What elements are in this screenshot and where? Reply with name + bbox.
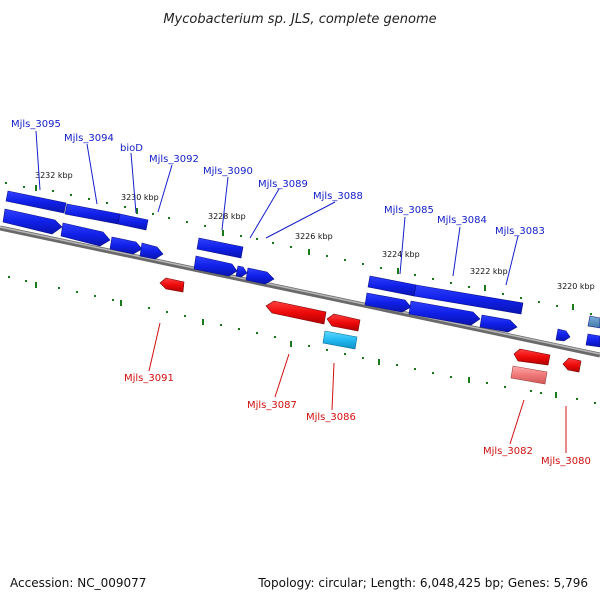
gene-reverse[interactable] [265,300,327,325]
gene-forward[interactable] [408,300,481,326]
scale-label: 3220 kbp [557,282,595,291]
gene-reverse[interactable] [322,330,358,350]
gene-forward[interactable] [64,203,121,225]
gene-reverse[interactable] [513,348,551,366]
reverse-gene-labels: Mjls_3091 Mjls_3087 Mjls_3086 Mjls_3082 … [124,373,591,467]
gene-label-reverse[interactable]: Mjls_3091 [124,373,174,384]
map-title: Mycobacterium sp. JLS, complete genome [163,12,436,27]
forward-scale-ticks [5,182,592,315]
genome-summary-text: Topology: circular; Length: 6,048,425 bp… [258,576,588,590]
gene-forward[interactable] [367,275,417,297]
gene-label-reverse[interactable]: Mjls_3080 [541,456,591,467]
reverse-genes [159,277,582,385]
gene-reverse[interactable] [510,365,548,385]
gene-forward[interactable] [139,242,164,260]
gene-label-forward[interactable]: Mjls_3083 [495,226,545,237]
gene-forward[interactable] [235,265,248,278]
gene-forward[interactable] [585,333,600,348]
gene-forward[interactable] [587,315,600,329]
gene-label-reverse[interactable]: Mjls_3086 [306,412,356,423]
gene-reverse[interactable] [159,277,185,293]
gene-reverse[interactable] [326,313,361,332]
accession-text: Accession: NC_009077 [10,576,147,590]
gene-forward[interactable] [245,267,275,285]
forward-genes [2,190,600,348]
scale-labels: 3232 kbp 3230 kbp 3228 kbp 3226 kbp 3224… [35,171,595,291]
scale-label: 3228 kbp [208,212,246,221]
gene-forward[interactable] [413,284,524,315]
gene-label-forward[interactable]: Mjls_3090 [203,166,253,177]
reverse-label-leaders [148,322,567,453]
gene-label-forward[interactable]: Mjls_3084 [437,215,487,226]
forward-label-leaders [35,130,519,286]
gene-forward[interactable] [2,208,63,235]
gene-forward[interactable] [196,237,244,259]
gene-reverse[interactable] [562,357,582,373]
gene-forward[interactable] [193,255,238,277]
forward-gene-labels: Mjls_3095 Mjls_3094 bioD Mjls_3092 Mjls_… [11,119,545,237]
gene-forward[interactable] [479,314,518,333]
gene-forward[interactable] [364,292,412,313]
scale-label: 3224 kbp [382,250,420,259]
gene-forward[interactable] [117,213,149,231]
gene-label-forward[interactable]: Mjls_3089 [258,179,308,190]
scale-label: 3222 kbp [470,267,508,276]
gene-label-reverse[interactable]: Mjls_3087 [247,400,297,411]
gene-forward[interactable] [5,190,67,214]
scale-label: 3226 kbp [295,232,333,241]
gene-label-reverse[interactable]: Mjls_3082 [483,446,533,457]
scale-label: 3230 kbp [121,193,159,202]
gene-label-forward[interactable]: Mjls_3094 [64,133,114,144]
gene-forward[interactable] [555,328,571,342]
gene-label-forward[interactable]: Mjls_3085 [384,205,434,216]
gene-label-forward[interactable]: Mjls_3092 [149,154,199,165]
scale-label: 3232 kbp [35,171,73,180]
gene-label-forward[interactable]: Mjls_3088 [313,191,363,202]
genome-backbone [0,225,600,358]
gene-label-forward[interactable]: Mjls_3095 [11,119,61,130]
gene-label-forward[interactable]: bioD [120,143,143,154]
gene-forward[interactable] [60,222,111,247]
gene-forward[interactable] [109,236,143,255]
reverse-scale-ticks [8,276,596,404]
